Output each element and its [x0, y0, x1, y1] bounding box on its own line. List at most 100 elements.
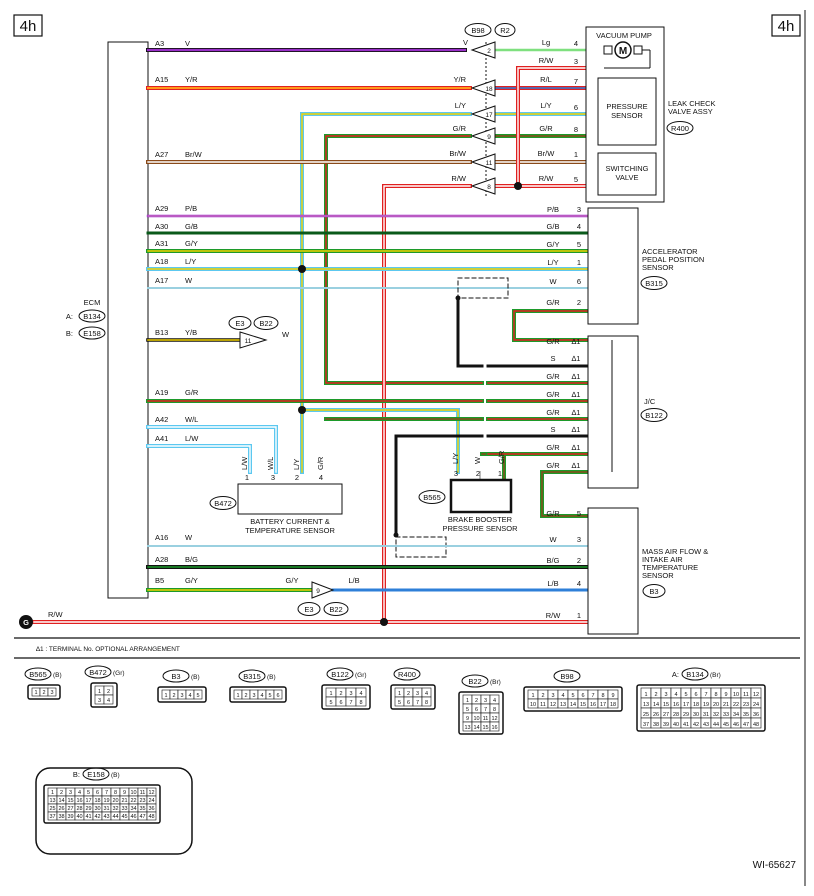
- jc-star: ∆1: [572, 443, 581, 452]
- connector-view-pin: 12: [491, 716, 497, 722]
- splice-points: [298, 182, 615, 626]
- connector-view-pin: 1: [164, 693, 167, 699]
- connector-view-pin: 46: [733, 722, 739, 728]
- connector-view-tag: (B): [191, 674, 200, 681]
- b98-pin: 18: [485, 86, 493, 93]
- connector-view-pin: 4: [493, 698, 496, 704]
- connector-view-pin: 6: [339, 700, 342, 706]
- leak-pin: 7: [574, 77, 578, 86]
- connector-view-pin: 9: [611, 693, 614, 699]
- brake-wire: L/Y: [451, 453, 460, 464]
- connector-view-pin: 5: [268, 693, 271, 699]
- connector-view-pin: 6: [96, 790, 99, 796]
- b98-pin: 8: [487, 184, 491, 191]
- connector-view-pin: 9: [724, 692, 727, 698]
- jc-star: ∆1: [572, 337, 581, 346]
- connector-view-pin: 32: [713, 712, 719, 718]
- connector-view-pin: 3: [98, 698, 101, 704]
- b98-left-wire: V: [463, 38, 468, 47]
- accel-pin: 2: [577, 298, 581, 307]
- connector-view-prefix: B:: [73, 770, 80, 779]
- connector-view-pin: 30: [693, 712, 699, 718]
- connector-view-ref: B98: [560, 672, 573, 681]
- connector-view-pin: 26: [653, 712, 659, 718]
- connector-view-pin: 8: [714, 692, 717, 698]
- brake-wire: W: [473, 456, 482, 464]
- connector-view-pin: 1: [644, 692, 647, 698]
- connector-view-pin: 5: [329, 700, 332, 706]
- connector-view-pin: 3: [664, 692, 667, 698]
- ecm-conn-a: B134: [83, 312, 101, 321]
- connector-view-oval: [393, 667, 421, 681]
- connector-view-pin: 10: [130, 790, 136, 796]
- ecm-pin: A41: [155, 434, 168, 443]
- battery-wire: L/W: [240, 456, 249, 470]
- connector-view-pin: 22: [733, 702, 739, 708]
- b98-pin: 2: [487, 48, 491, 55]
- wire-rw-3: [517, 67, 605, 187]
- connector-view-pin: 7: [591, 693, 594, 699]
- ground-letter: G: [23, 618, 29, 627]
- ecm-pin: B13: [155, 328, 168, 337]
- connector-view-pin: 20: [112, 798, 118, 804]
- ecm-pin-color: W: [185, 276, 193, 285]
- connector-view-pin: 22: [130, 798, 136, 804]
- b98-right-wire: R/W: [539, 174, 555, 183]
- ecm-pin: A29: [155, 204, 168, 213]
- connector-view-pin: 41: [683, 722, 689, 728]
- connector-view-pin: 15: [67, 798, 73, 804]
- connector-view-pin: 7: [105, 790, 108, 796]
- wire-ly-17: [301, 113, 471, 473]
- ecm-pin: A28: [155, 555, 168, 564]
- connector-view-pin: 48: [753, 722, 759, 728]
- jc-star: ∆1: [572, 354, 581, 363]
- connector-view-pin: 23: [743, 702, 749, 708]
- connector-view-pin: 29: [85, 806, 91, 812]
- b98-left-wire: L/Y: [455, 101, 466, 110]
- connector-view-ref: E158: [87, 770, 105, 779]
- connector-view-oval: [681, 667, 709, 681]
- maf-sensor: G/R 5 W 3 B/G 2 L/B 4 R/W 1 MASS AIR FLO…: [546, 507, 708, 635]
- accel-pin: 5: [577, 240, 581, 249]
- connector-view-pin: 25: [49, 806, 55, 812]
- corner-tag-left-text: 4h: [20, 18, 37, 35]
- accel-wire: G/Y: [547, 240, 560, 249]
- maf-wire: L/B: [547, 579, 558, 588]
- maf-wire: G/R: [546, 509, 560, 518]
- connector-view-pin: 33: [723, 712, 729, 718]
- connector-view-pin: 10: [530, 702, 536, 708]
- connector-view-pin: 2: [475, 698, 478, 704]
- brake-wire: G/R: [497, 450, 506, 464]
- connector-view-pin: 38: [653, 722, 659, 728]
- ecm-pin-color: W: [185, 533, 193, 542]
- connector-view-oval: [84, 665, 112, 679]
- connector-view-pin: 3: [349, 691, 352, 697]
- connector-view-ref: B565: [29, 670, 47, 679]
- ground-wire: R/W: [48, 610, 64, 619]
- connector-view-pin: 14: [570, 702, 576, 708]
- wire-a41: [147, 445, 251, 473]
- jc-star: ∆1: [572, 461, 581, 470]
- motor-symbol: M: [619, 46, 627, 57]
- connector-view-ref: B22: [468, 677, 481, 686]
- b98-ref: B98: [471, 26, 484, 35]
- connector-view-pin: 2: [172, 693, 175, 699]
- b98-left-wire: R/W: [451, 174, 467, 183]
- connector-view-pin: 12: [753, 692, 759, 698]
- connector-view-pin: 16: [491, 725, 497, 731]
- connector-view-pin: 26: [58, 806, 64, 812]
- connector-view-pin: 40: [76, 814, 82, 820]
- connector-view-pin: 38: [58, 814, 64, 820]
- b98-pin: 9: [487, 134, 491, 141]
- connector-view-cell: [355, 696, 367, 707]
- battery-title: BATTERY CURRENT &TEMPERATURE SENSOR: [245, 517, 335, 535]
- connector-view-pin: 25: [643, 712, 649, 718]
- connector-view-pin: 14: [58, 798, 64, 804]
